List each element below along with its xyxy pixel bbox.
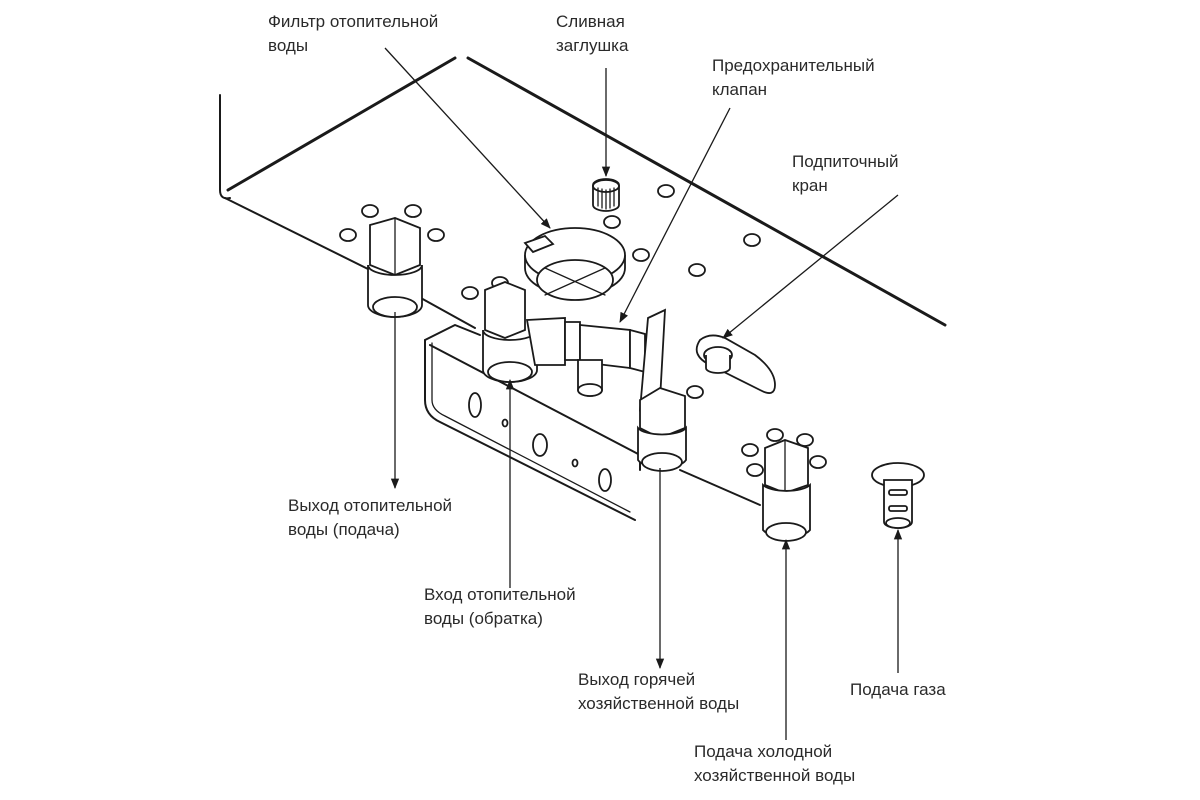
hot-water-outlet-fitting — [637, 387, 687, 472]
bracket-hole — [598, 468, 612, 492]
drain-plug — [592, 178, 620, 212]
heating-inlet-fitting — [482, 281, 538, 383]
screws — [339, 184, 827, 477]
label-fill-tap: Подпиточный кран — [792, 152, 899, 195]
label-drain-plug: Сливная заглушка — [556, 12, 629, 55]
heating-outlet-fitting — [367, 217, 423, 318]
bracket-hole-small — [571, 458, 579, 468]
safety-valve — [525, 308, 666, 412]
leader-fill-tap — [722, 194, 899, 339]
label-heating-filter: Фильтр отопительной воды — [268, 12, 439, 55]
cold-water-inlet-fitting — [762, 439, 811, 542]
fill-tap — [695, 334, 776, 394]
label-cold-water-inlet: Подача холодной хозяйственной воды — [694, 742, 856, 785]
label-heating-outlet: Выход отопительной воды (подача) — [288, 496, 453, 539]
leader-safety-valve — [619, 107, 731, 323]
bracket-hole — [532, 433, 548, 457]
label-gas-supply: Подача газа — [850, 680, 946, 699]
label-hot-water-outlet: Выход горячей хозяйственной воды — [578, 670, 740, 713]
heating-filter — [523, 227, 626, 301]
label-heating-inlet: Вход отопительной воды (обратка) — [424, 585, 576, 628]
gas-supply-fitting — [871, 462, 925, 529]
bracket-hole-small — [501, 418, 509, 428]
leader-heating-filter — [384, 47, 551, 229]
label-safety-valve: Предохранительный клапан — [712, 56, 875, 99]
bracket-hole — [468, 392, 482, 418]
leader-lines — [384, 47, 903, 740]
mounting-bracket — [424, 324, 761, 521]
